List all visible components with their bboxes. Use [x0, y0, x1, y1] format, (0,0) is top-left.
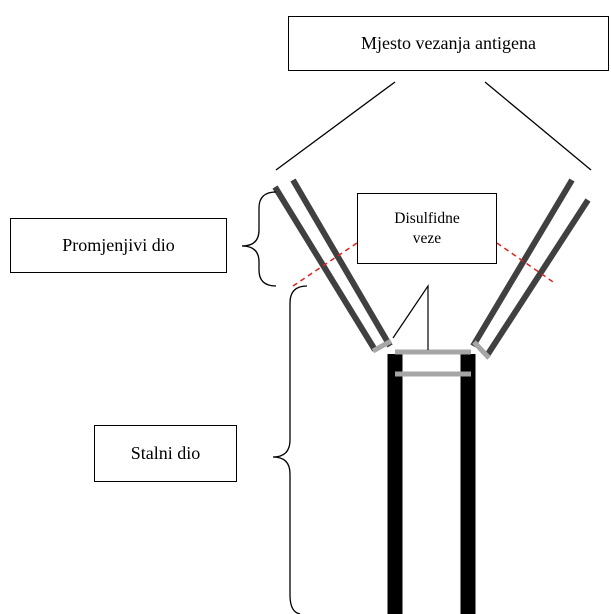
heavy-chain-right-arm	[470, 178, 575, 348]
brace-variable-region	[241, 191, 277, 287]
disulfide-bonds-label: Disulfidne veze	[357, 193, 497, 264]
disulfide-bond-right-arm	[472, 340, 491, 360]
boundary-dash-right	[496, 242, 557, 285]
antigen-binding-site-text: Mjesto vezanja antigena	[361, 33, 536, 54]
variable-region-text: Promjenjivi dio	[62, 235, 175, 256]
variable-region-label: Promjenjivi dio	[10, 218, 227, 273]
constant-region-label: Stalni dio	[94, 425, 237, 482]
antigen-pointer-left	[275, 81, 396, 171]
light-chain-left-arm	[272, 185, 378, 352]
heavy-chain-left-arm	[290, 178, 393, 348]
antigen-binding-site-label: Mjesto vezanja antigena	[288, 16, 609, 71]
constant-region-text: Stalni dio	[130, 443, 201, 464]
disulfide-bonds-text-line2: veze	[412, 229, 442, 247]
disulfide-bonds-text: Disulfidne veze	[394, 209, 459, 248]
disulfide-bond-left-arm	[371, 338, 393, 354]
light-chain-right-arm	[485, 198, 591, 356]
disulfide-pointer	[392, 284, 429, 350]
disulfide-bonds-text-line1: Disulfidne	[394, 210, 460, 228]
brace-constant-region	[272, 285, 308, 614]
boundary-dash-left	[292, 242, 358, 287]
antigen-pointer-right	[484, 81, 592, 171]
